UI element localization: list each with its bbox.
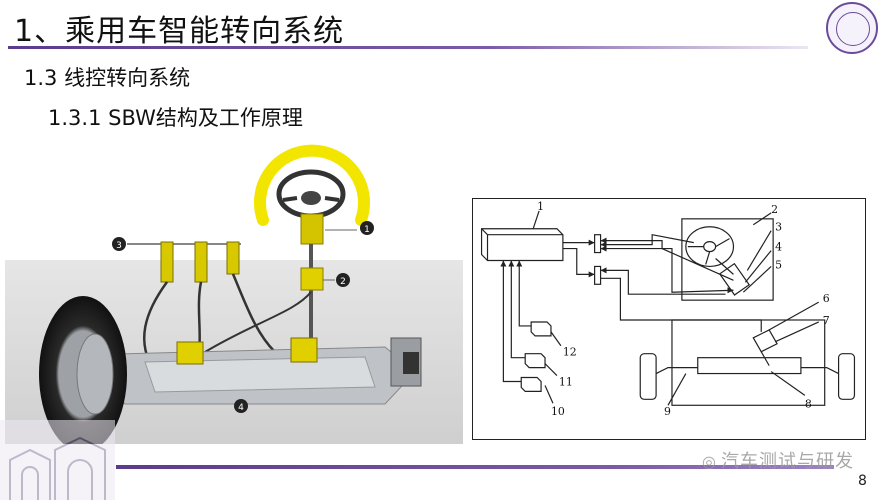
sbw-system-photo: 1 2 3 4 <box>5 144 463 444</box>
diagram-label-6: 6 <box>823 292 830 305</box>
page-number: 8 <box>858 473 867 489</box>
callout-4-label: 4 <box>238 403 244 413</box>
callout-3-label: 3 <box>116 241 122 251</box>
footer-divider <box>116 465 834 469</box>
diagram-label-9: 9 <box>664 405 671 418</box>
diagram-label-4: 4 <box>775 241 782 254</box>
sbw-schematic-diagram: 1 2 3 4 5 6 7 8 9 10 11 12 <box>472 198 866 440</box>
diagram-label-8: 8 <box>805 397 812 410</box>
section-heading: 1.3 线控转向系统 <box>24 66 191 90</box>
university-seal-icon <box>826 2 878 54</box>
watermark-text: 汽车测试与研发 <box>720 451 854 472</box>
seal-inner-ring <box>836 12 870 46</box>
diagram-label-1: 1 <box>537 200 544 213</box>
callout-4-marker <box>234 399 248 413</box>
diagram-label-3: 3 <box>775 221 782 234</box>
diagram-label-11: 11 <box>559 375 573 388</box>
diagram-label-7: 7 <box>823 314 830 327</box>
subsection-heading: 1.3.1 SBW结构及工作原理 <box>48 106 303 130</box>
diagram-label-2: 2 <box>771 203 778 216</box>
watermark: ◎汽车测试与研发 <box>702 447 854 473</box>
callout-1-marker <box>360 221 374 235</box>
wechat-icon: ◎ <box>702 452 717 471</box>
callout-1-label: 1 <box>364 225 370 235</box>
callout-2-label: 2 <box>340 277 346 287</box>
title-divider <box>8 46 808 49</box>
campus-gate-illustration <box>0 420 115 500</box>
callout-3-marker <box>112 237 126 251</box>
diagram-label-5: 5 <box>775 258 782 271</box>
slide-title: 1、乘用车智能转向系统 <box>14 14 345 49</box>
callout-2-marker <box>336 273 350 287</box>
diagram-label-10: 10 <box>551 405 565 418</box>
steering-motion-arc <box>254 144 370 226</box>
diagram-label-12: 12 <box>563 346 577 359</box>
